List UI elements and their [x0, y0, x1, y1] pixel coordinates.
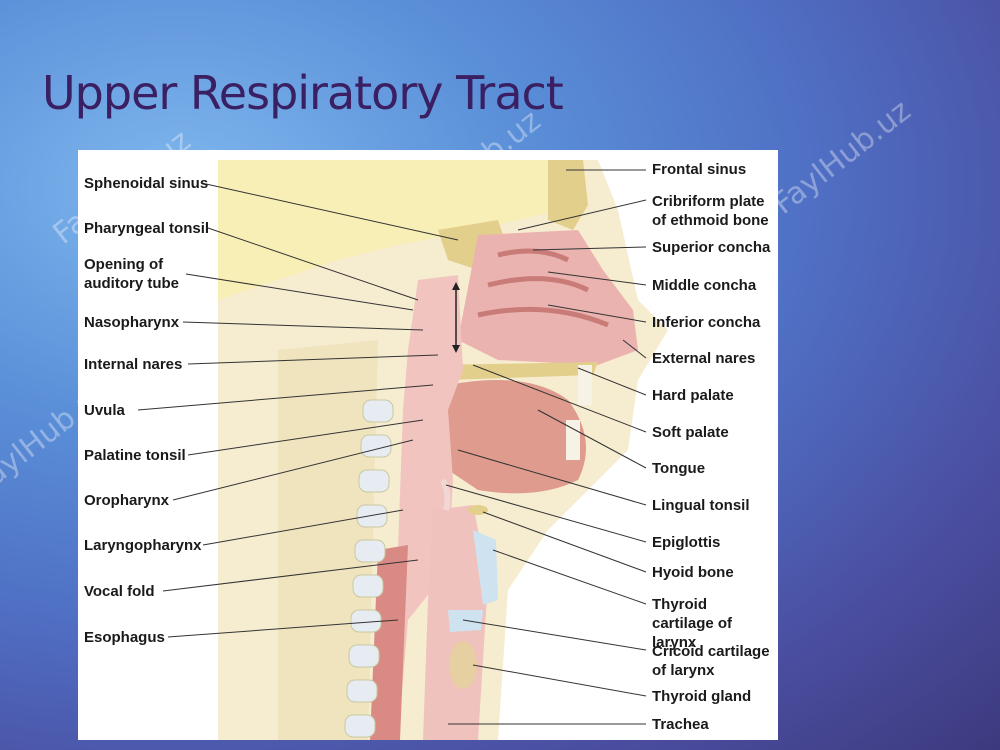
watermark: FaylHub.uz — [766, 93, 918, 222]
label-esophagus: Esophagus — [84, 629, 165, 646]
epiglottis — [440, 478, 451, 511]
label-palatine-tonsil: Palatine tonsil — [84, 447, 186, 464]
label-frontal-sinus: Frontal sinus — [652, 161, 747, 178]
label-laryngopharynx: Laryngopharynx — [84, 537, 202, 554]
label-cribriform-plate: Cribriform plate of ethmoid bone — [652, 193, 769, 229]
teeth — [578, 365, 592, 405]
cricoid-cartilage — [448, 610, 483, 632]
superior-concha — [497, 248, 570, 263]
label-trachea: Trachea — [652, 716, 709, 733]
label-nasopharynx: Nasopharynx — [84, 314, 180, 331]
label-soft-palate: Soft palate — [652, 424, 729, 441]
thyroid-cartilage — [473, 530, 498, 605]
anatomy-figure: Sphenoidal sinus Pharyngeal tonsil Openi… — [78, 150, 778, 740]
label-cricoid-cartilage: Cricoid cartilage of larynx — [652, 643, 770, 679]
label-pharyngeal-tonsil: Pharyngeal tonsil — [84, 220, 210, 237]
leader-lines-left — [137, 183, 459, 638]
label-oropharynx: Oropharynx — [84, 492, 170, 509]
nasal-cavity — [458, 230, 638, 365]
vertebral-column-bg — [278, 340, 378, 740]
label-sphenoidal-sinus: Sphenoidal sinus — [84, 175, 209, 192]
leader-lines-right — [445, 169, 647, 725]
vertebrae — [344, 399, 394, 738]
anatomy-illustration — [137, 160, 668, 740]
inferior-concha — [477, 306, 609, 328]
tongue — [448, 380, 586, 494]
label-external-nares: External nares — [652, 350, 756, 367]
middle-concha — [487, 276, 590, 293]
label-superior-concha: Superior concha — [652, 239, 771, 256]
label-thyroid-cartilage: Thyroid cartilage of larynx — [652, 596, 733, 651]
frontal-bone — [548, 160, 588, 230]
thyroid-gland — [449, 641, 477, 689]
label-inferior-concha: Inferior concha — [652, 314, 761, 331]
label-middle-concha: Middle concha — [652, 277, 757, 294]
label-hard-palate: Hard palate — [652, 387, 734, 404]
label-epiglottis: Epiglottis — [652, 534, 721, 551]
slide-title: Upper Respiratory Tract — [42, 66, 564, 120]
teeth — [566, 420, 580, 460]
label-thyroid-gland: Thyroid gland — [652, 688, 752, 705]
label-tongue: Tongue — [652, 460, 706, 477]
label-internal-nares: Internal nares — [84, 356, 183, 373]
label-vocal-fold: Vocal fold — [84, 583, 155, 600]
label-hyoid-bone: Hyoid bone — [652, 564, 734, 581]
label-lingual-tonsil: Lingual tonsil — [652, 497, 750, 514]
label-uvula: Uvula — [84, 402, 125, 419]
hyoid-bone — [468, 505, 488, 515]
label-opening-of-auditory-tube: Opening of auditory tube — [84, 256, 180, 292]
cranial-cavity — [218, 160, 558, 300]
